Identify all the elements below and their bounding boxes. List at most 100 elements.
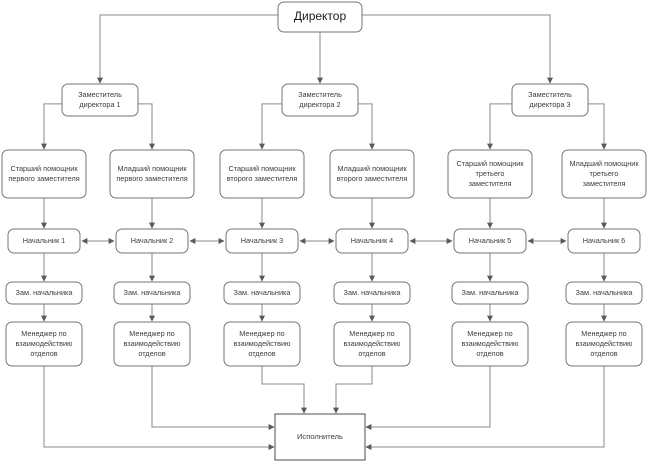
node-box[interactable] xyxy=(277,1,363,33)
node-box[interactable] xyxy=(7,228,81,254)
node-label: Зам. начальника xyxy=(344,288,402,297)
node-label: Зам. начальника xyxy=(124,288,182,297)
node-box[interactable] xyxy=(61,83,139,117)
node-box[interactable] xyxy=(511,83,589,117)
node-box[interactable] xyxy=(113,281,191,305)
conn-director-deputy-1 xyxy=(97,14,278,84)
node-box[interactable] xyxy=(453,228,527,254)
conn-manager-2-executor xyxy=(151,366,275,430)
node-box[interactable] xyxy=(565,281,643,305)
conn-manager-5-executor xyxy=(365,366,491,430)
conn-director-deputy-3 xyxy=(362,14,553,84)
node-box[interactable] xyxy=(223,281,301,305)
node-box[interactable] xyxy=(335,228,409,254)
node-executor[interactable]: Исполнитель xyxy=(274,413,366,461)
node-box[interactable] xyxy=(5,281,83,305)
node-label: Зам. начальника xyxy=(16,288,74,297)
node-director[interactable]: Директор xyxy=(277,1,363,33)
node-chief-4[interactable]: Начальник 4 xyxy=(335,228,409,254)
node-label: Начальник 6 xyxy=(583,236,625,245)
node-box[interactable] xyxy=(451,281,529,305)
node-box[interactable] xyxy=(1,149,87,199)
node-box[interactable] xyxy=(223,321,301,367)
node-deputy-chief-5[interactable]: Зам. начальника xyxy=(451,281,529,305)
node-chief-2[interactable]: Начальник 2 xyxy=(115,228,189,254)
conn-deputy-3-assistant-6 xyxy=(588,103,607,150)
conn-manager-3-executor xyxy=(261,366,307,414)
node-box[interactable] xyxy=(565,321,643,367)
node-box[interactable] xyxy=(333,281,411,305)
node-box[interactable] xyxy=(225,228,299,254)
node-chief-1[interactable]: Начальник 1 xyxy=(7,228,81,254)
node-box[interactable] xyxy=(109,149,195,199)
node-box[interactable] xyxy=(219,149,305,199)
node-label: Начальник 1 xyxy=(23,236,65,245)
conn-deputy-2-assistant-4 xyxy=(358,103,375,150)
node-label: Директор xyxy=(294,9,347,23)
node-label: Зам. начальника xyxy=(234,288,292,297)
node-label: Зам. начальника xyxy=(576,288,634,297)
node-box[interactable] xyxy=(567,228,641,254)
node-label: Начальник 3 xyxy=(241,236,283,245)
conn-manager-6-executor xyxy=(365,366,605,450)
conn-manager-4-executor xyxy=(333,366,373,414)
node-box[interactable] xyxy=(5,321,83,367)
node-label: Исполнитель xyxy=(297,432,343,441)
node-deputy-chief-6[interactable]: Зам. начальника xyxy=(565,281,643,305)
node-box[interactable] xyxy=(329,149,415,199)
conn-deputy-1-assistant-1 xyxy=(41,103,62,150)
node-box[interactable] xyxy=(451,321,529,367)
node-deputy-chief-3[interactable]: Зам. начальника xyxy=(223,281,301,305)
node-chief-6[interactable]: Начальник 6 xyxy=(567,228,641,254)
node-label: Начальник 5 xyxy=(469,236,511,245)
node-chief-3[interactable]: Начальник 3 xyxy=(225,228,299,254)
node-label: Зам. начальника xyxy=(462,288,520,297)
node-box[interactable] xyxy=(281,83,359,117)
conn-deputy-2-assistant-3 xyxy=(259,103,282,150)
node-deputy-chief-4[interactable]: Зам. начальника xyxy=(333,281,411,305)
node-box[interactable] xyxy=(113,321,191,367)
node-box[interactable] xyxy=(561,149,647,199)
connector-layer xyxy=(41,14,607,450)
node-box[interactable] xyxy=(447,149,533,199)
node-box[interactable] xyxy=(333,321,411,367)
node-box[interactable] xyxy=(274,413,366,461)
node-chief-5[interactable]: Начальник 5 xyxy=(453,228,527,254)
node-deputy-chief-1[interactable]: Зам. начальника xyxy=(5,281,83,305)
node-box[interactable] xyxy=(115,228,189,254)
conn-deputy-3-assistant-5 xyxy=(487,103,512,150)
node-deputy-chief-2[interactable]: Зам. начальника xyxy=(113,281,191,305)
